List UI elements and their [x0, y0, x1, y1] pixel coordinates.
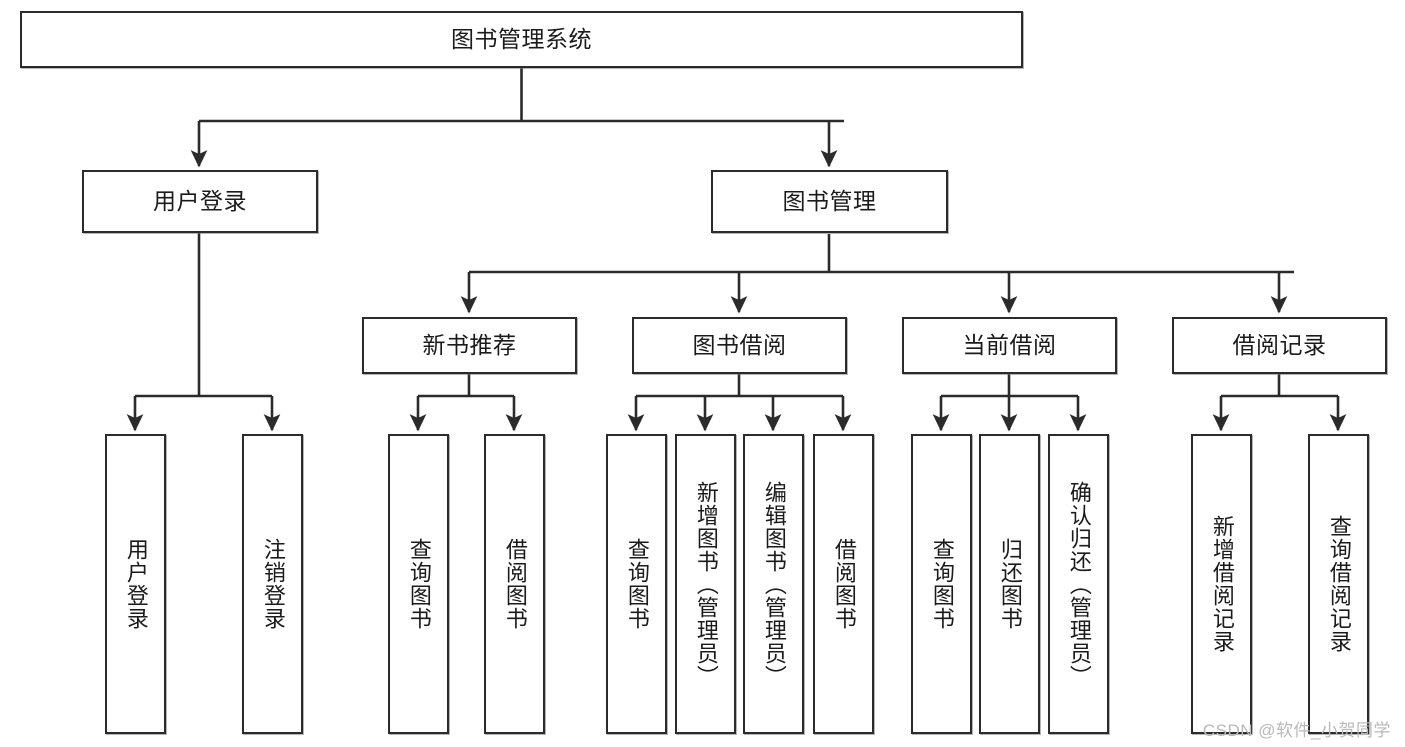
node-book-manage-label: 图书管理 — [782, 187, 877, 214]
node-borrow-record-label: 借阅记录 — [1232, 331, 1327, 358]
node-borrow-record[interactable]: 借阅记录 — [1172, 317, 1387, 374]
node-leaf-user-login[interactable]: 用户登录 — [105, 434, 166, 734]
node-leaf-query-record-label: 查询借阅记录 — [1326, 515, 1352, 653]
node-root[interactable]: 图书管理系统 — [20, 11, 1023, 68]
node-new-book-recommend[interactable]: 新书推荐 — [362, 317, 577, 374]
node-leaf-query-record[interactable]: 查询借阅记录 — [1308, 434, 1369, 734]
node-leaf-add-record[interactable]: 新增借阅记录 — [1191, 434, 1252, 734]
node-user-login-label: 用户登录 — [153, 187, 247, 214]
node-leaf-borrow-book-1-label: 借阅图书 — [502, 538, 528, 630]
node-leaf-confirm-return-label: 确认归还（管理员） — [1066, 480, 1092, 688]
node-leaf-borrow-book-1[interactable]: 借阅图书 — [484, 434, 545, 734]
node-leaf-borrow-book-2[interactable]: 借阅图书 — [813, 434, 874, 734]
node-leaf-query-book-3[interactable]: 查询图书 — [911, 434, 972, 734]
node-leaf-query-book-1[interactable]: 查询图书 — [388, 434, 449, 734]
node-leaf-add-record-label: 新增借阅记录 — [1209, 515, 1235, 653]
node-leaf-return-book[interactable]: 归还图书 — [979, 434, 1040, 734]
node-leaf-confirm-return[interactable]: 确认归还（管理员） — [1048, 434, 1109, 734]
node-leaf-borrow-book-2-label: 借阅图书 — [831, 538, 857, 630]
node-leaf-query-book-1-label: 查询图书 — [406, 538, 432, 630]
watermark-text: CSDN @软件_小贺同学 — [1202, 721, 1391, 740]
node-leaf-add-book[interactable]: 新增图书（管理员） — [675, 434, 736, 734]
node-leaf-add-book-label: 新增图书（管理员） — [693, 480, 719, 688]
node-leaf-query-book-2-label: 查询图书 — [624, 538, 650, 630]
node-leaf-edit-book[interactable]: 编辑图书（管理员） — [743, 434, 804, 734]
node-leaf-query-book-2[interactable]: 查询图书 — [606, 434, 667, 734]
node-leaf-query-book-3-label: 查询图书 — [929, 538, 955, 630]
node-leaf-logout-login[interactable]: 注销登录 — [242, 434, 303, 734]
node-new-book-recommend-label: 新书推荐 — [422, 331, 517, 358]
node-leaf-user-login-label: 用户登录 — [123, 538, 149, 630]
node-book-borrow-label: 图书借阅 — [692, 331, 787, 358]
node-leaf-return-book-label: 归还图书 — [997, 538, 1023, 630]
node-current-borrow[interactable]: 当前借阅 — [902, 317, 1117, 374]
node-root-label: 图书管理系统 — [451, 25, 592, 52]
node-user-login[interactable]: 用户登录 — [82, 170, 318, 233]
node-current-borrow-label: 当前借阅 — [962, 331, 1057, 358]
node-book-borrow[interactable]: 图书借阅 — [632, 317, 847, 374]
node-leaf-edit-book-label: 编辑图书（管理员） — [761, 480, 787, 688]
node-leaf-logout-login-label: 注销登录 — [260, 538, 286, 630]
node-book-manage[interactable]: 图书管理 — [711, 170, 948, 233]
